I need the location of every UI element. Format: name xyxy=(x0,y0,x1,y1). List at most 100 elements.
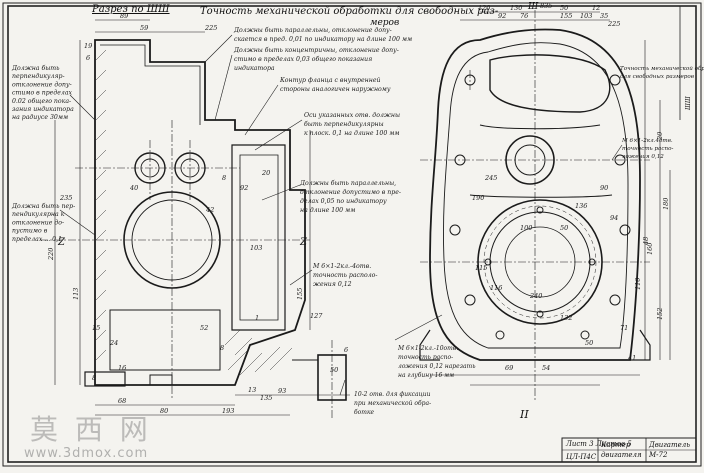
dimension-value: 120 xyxy=(478,4,490,12)
dimension-value: 41 xyxy=(627,354,636,362)
sheet-title-tail: меров xyxy=(370,18,399,28)
note-right-line: ложения 0,12 xyxy=(622,154,664,160)
note-left-line: 0.02 общего пока- xyxy=(12,98,71,105)
dimension-value: 135 xyxy=(260,394,272,402)
dimension-value: 835 xyxy=(540,2,552,10)
dimension-value: 152 xyxy=(656,308,664,320)
note-left-line: отклонение допу- xyxy=(12,81,72,88)
dimension-value: 225 xyxy=(204,24,217,32)
note-left-line: пендикулярна к xyxy=(12,211,65,218)
note-center-line: делах 0,05 по индикатору xyxy=(300,198,387,205)
dimension-value: 13 xyxy=(248,386,256,394)
dimension-value: 71 xyxy=(620,324,628,332)
dimension-value: 8 xyxy=(92,374,96,382)
watermark-url: www.3dmox.com xyxy=(24,446,148,461)
right-front-view xyxy=(419,10,671,400)
title-tail: меров xyxy=(370,18,400,28)
dimension-value: 50 xyxy=(560,224,568,232)
section-marker-z: Z xyxy=(299,237,308,248)
note-left-line: пустимо в xyxy=(12,228,48,235)
title-block-name-2: двигателя xyxy=(601,451,642,459)
title-block-name-1: Картер xyxy=(601,441,631,449)
note-center-line: Оси указанных отв. должны xyxy=(304,112,400,119)
dimension-value: 116 xyxy=(490,284,502,292)
title-block-code-text: ЦЛ-П4С xyxy=(566,453,597,461)
dimension-value: 1 xyxy=(255,314,259,322)
dimension-value: 48 xyxy=(642,237,650,246)
note-center-line: М 6×1-2кл.-10отв. xyxy=(397,345,458,352)
note-right-line: для свободных размеров xyxy=(620,73,694,80)
dimension-value: 35 xyxy=(600,12,608,20)
note-center-line: М 6×1-2кл.-4отв. xyxy=(312,263,371,270)
dimension-value: 50 xyxy=(330,366,338,374)
title-main: Точность механической обработки для своб… xyxy=(200,6,499,17)
title-block-engine: Двигатель М-72 xyxy=(649,440,690,460)
note-center-line: 10-2 отв. для фиксации xyxy=(354,391,431,398)
dimension-value: 113 xyxy=(72,288,80,300)
dimension-value: 50 xyxy=(560,4,568,12)
title-block-code: ЦЛ-П4С xyxy=(566,453,596,461)
dimension-value: 115 xyxy=(475,264,487,272)
section-ref-right-text: Ш xyxy=(528,2,539,12)
note-center-line: отклонение допустимо в пре- xyxy=(300,189,401,196)
dimension-value: 19 xyxy=(84,42,92,50)
dimension-value: 76 xyxy=(520,12,528,20)
section-label: Разрез по ШШ xyxy=(92,4,170,15)
note-center-line: при механической обра- xyxy=(354,400,431,407)
section-label-text: Разрез по ШШ xyxy=(92,4,170,15)
dimension-value: 42 xyxy=(205,206,214,214)
dimension-value: 8 xyxy=(220,344,224,352)
note-center-line: скается в пред. 0,01 по индикатору на дл… xyxy=(234,36,412,43)
note-left-line: пределах ... 0,1 xyxy=(12,236,62,243)
note-center-line: ложения 0,12 нарезать xyxy=(398,363,476,370)
hatching-left xyxy=(95,49,293,376)
sheet-title: Точность механической обработки для своб… xyxy=(200,6,498,17)
dimension-value: 8 xyxy=(222,174,226,182)
dimension-value: 103 xyxy=(580,12,592,20)
dimension-value: 40 xyxy=(129,184,138,192)
dimension-value: 240 xyxy=(529,292,542,300)
note-left-line: зания индикатора xyxy=(12,106,74,113)
note-right-line: М 6×1-2кл.4отв. xyxy=(621,138,673,144)
dimension-value: 92 xyxy=(498,12,506,20)
title-block-name-4: М-72 xyxy=(649,451,668,459)
note-left-line: стимо в пределах xyxy=(12,90,73,97)
dimension-value: 89 xyxy=(120,12,128,20)
dimension-value: 52 xyxy=(200,324,208,332)
note-center-line: стимо в пределах 0,03 общего показания xyxy=(234,56,372,63)
note-center-line: жения 0,12 xyxy=(313,281,352,288)
dimension-value: 155 xyxy=(296,288,304,300)
note-center-line: на глубину 16 мм xyxy=(398,372,454,379)
dimension-value: 110 xyxy=(634,278,642,290)
leader-lines xyxy=(59,34,623,396)
dimension-value: 220 xyxy=(47,248,55,261)
dimension-value: 103 xyxy=(250,244,262,252)
note-left-line: перпендикуляр- xyxy=(12,73,65,80)
note-left-line: на радиусе 30мм xyxy=(12,114,68,121)
dimension-value: 50 xyxy=(585,339,593,347)
dimension-value: 6 xyxy=(86,54,90,62)
dimension-value: 245 xyxy=(484,174,497,182)
dimension-value: 20 xyxy=(261,169,270,177)
dimension-value: 225 xyxy=(607,20,620,28)
sheet-frame xyxy=(2,2,702,467)
view-mark: II xyxy=(520,408,529,421)
title-block-name-3: Двигатель xyxy=(649,441,691,449)
title-block-sheets-text: Листов 5 xyxy=(595,440,632,448)
note-left-line: Должна быть xyxy=(11,65,60,72)
note-center-line: Должны быть параллельны, отклонение допу… xyxy=(233,27,392,34)
note-right-line: Точность механической обработки xyxy=(620,65,704,72)
note-center-line: Должны быть параллельны, xyxy=(299,180,396,187)
note-left-line: отклонение до- xyxy=(12,219,64,226)
dimension-value: 155 xyxy=(560,12,572,20)
note-right-line: точность распо- xyxy=(622,146,673,152)
watermark-url-text: www.3dmox.com xyxy=(24,446,149,461)
dimension-value: 160 xyxy=(646,243,654,255)
dimension-value: 136 xyxy=(575,202,587,210)
dimension-value: 54 xyxy=(542,364,550,372)
dimension-value: 127 xyxy=(310,312,323,320)
note-center-line: на длине 100 мм xyxy=(300,207,355,214)
note-center-line: быть перпендикулярны xyxy=(304,121,384,128)
dimension-value: 24 xyxy=(109,339,118,347)
dimension-value: 94 xyxy=(610,214,618,222)
